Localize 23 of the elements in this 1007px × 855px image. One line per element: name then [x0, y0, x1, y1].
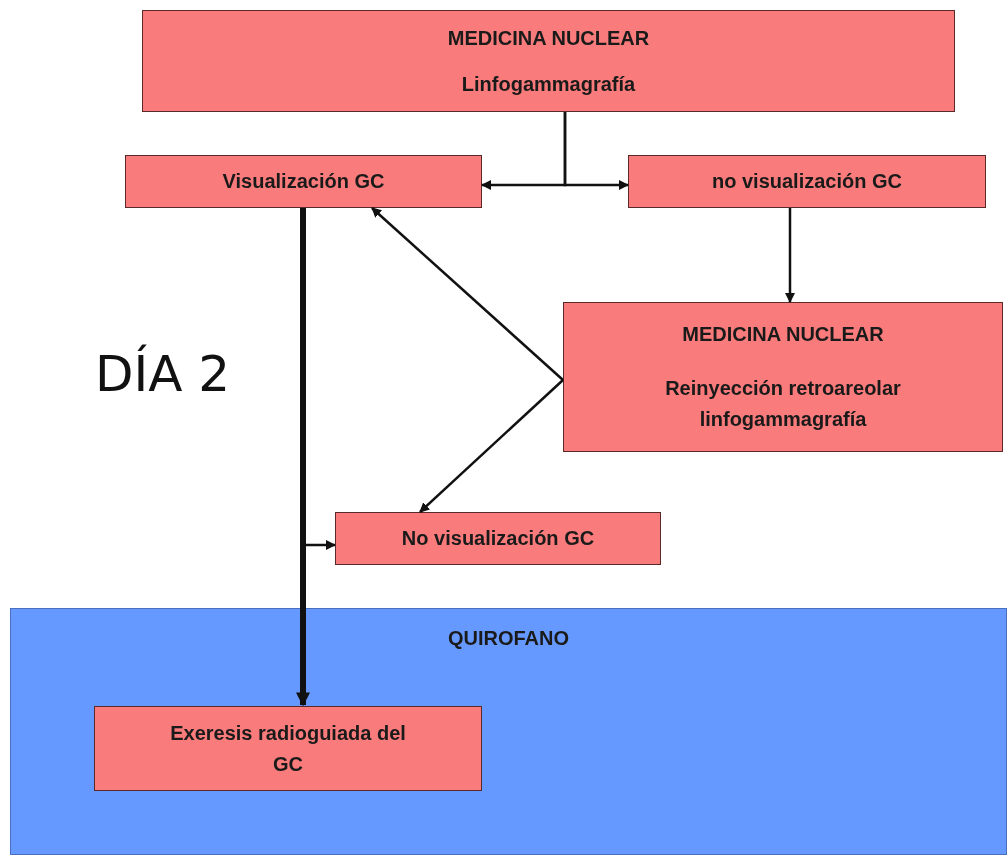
- arrow: [301, 208, 336, 550]
- box-text: Visualización GC: [222, 169, 385, 194]
- box-text: No visualización GC: [401, 526, 595, 551]
- arrow: [785, 208, 795, 303]
- arrow: [419, 379, 564, 513]
- box-heading: MEDICINA NUCLEAR: [682, 321, 884, 347]
- box-text: Exeresis radioguiada del GC: [169, 720, 407, 777]
- process-box: [563, 302, 1003, 452]
- arrow: [296, 208, 310, 707]
- process-box: [335, 512, 661, 565]
- arrow: [371, 207, 564, 381]
- day-label: DÍA 2: [95, 345, 231, 403]
- process-box: [125, 155, 482, 208]
- arrow: [563, 112, 629, 190]
- box-text: Linfogammagrafía: [461, 71, 636, 97]
- section-band: [10, 608, 1007, 855]
- process-box: [628, 155, 986, 208]
- process-box: [142, 10, 955, 112]
- box-text: QUIROFANO: [447, 626, 570, 651]
- box-text: Reinyección retroareolar linfogammagrafía: [664, 376, 902, 433]
- box-text: no visualización GC: [711, 169, 902, 194]
- process-box: [94, 706, 482, 791]
- box-heading: MEDICINA NUCLEAR: [447, 25, 650, 51]
